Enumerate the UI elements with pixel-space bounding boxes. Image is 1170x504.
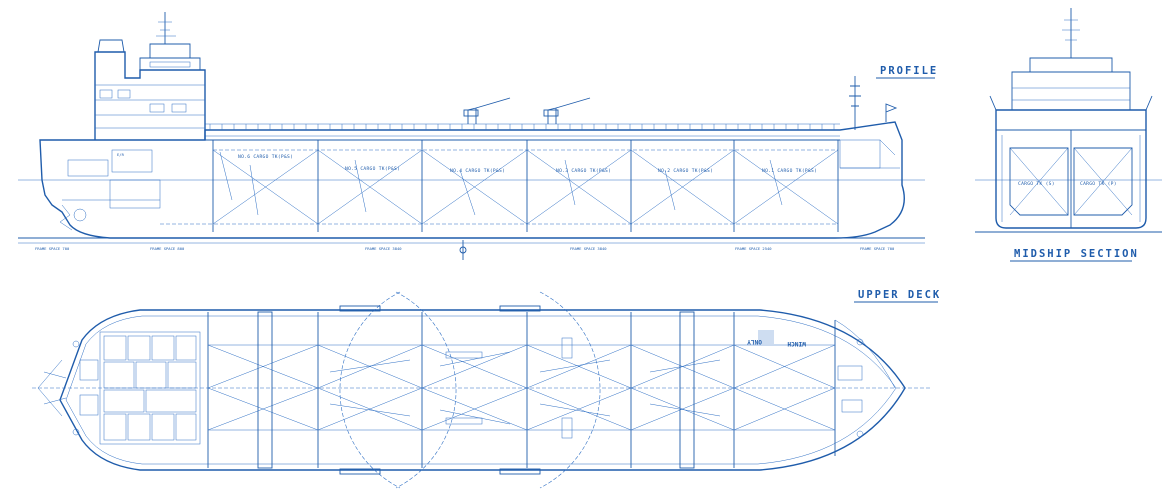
upper-deck-title: UPPER DECK	[858, 289, 941, 301]
mast-yards	[156, 21, 176, 37]
winch-marking: WINCH	[787, 340, 806, 347]
frame-space-label: FRAME SPACE 3840	[365, 246, 402, 251]
stern-mooring	[37, 340, 80, 436]
deck-cranes	[463, 97, 591, 124]
tank-bracing	[212, 149, 839, 225]
frame-space-labels: FRAME SPACE 700 FRAME SPACE 800 FRAME SP…	[35, 246, 895, 251]
midship-tank-s	[1009, 147, 1069, 216]
midship-tank-label-s: CARGO TK (S)	[1018, 181, 1055, 187]
accommodation-block	[94, 51, 206, 140]
tank-label-2: NO.2 CARGO TK(P&S)	[658, 168, 713, 174]
upper-deck-view: UPPER DECK	[32, 289, 941, 489]
bow-markings: WINCH ONLY	[747, 330, 806, 347]
midship-superstructure	[1011, 71, 1131, 110]
frame-space-label: FRAME SPACE 800	[150, 246, 185, 251]
midship-marker	[459, 240, 467, 260]
accommodation-plan	[79, 331, 201, 445]
midship-bridge	[1029, 57, 1113, 72]
midship-tank-p	[1073, 147, 1133, 216]
tank-label-6: NO.6 CARGO TK(P&S)	[238, 154, 293, 160]
cargo-bulkheads	[212, 140, 839, 232]
profile-title: PROFILE	[880, 65, 938, 77]
superstructure-decks	[95, 61, 205, 129]
tank-labels: NO.6 CARGO TK(P&S) NO.5 CARGO TK(P&S) NO…	[117, 152, 817, 174]
frame-space-label: FRAME SPACE 700	[35, 246, 70, 251]
deck-railing	[205, 123, 840, 130]
frame-space-label: FRAME SPACE 2540	[735, 246, 772, 251]
midship-bracing	[1001, 135, 1141, 222]
funnel	[97, 39, 125, 53]
only-marking: ONLY	[747, 338, 762, 345]
deck-pipe-runs	[329, 337, 721, 439]
winch-hatch	[758, 330, 774, 344]
deck-bulkheads	[207, 312, 836, 468]
tank-label-1: NO.1 CARGO TK(P&S)	[762, 168, 817, 174]
midship-title: MIDSHIP SECTION	[1014, 248, 1139, 260]
bridge-wings	[989, 95, 1153, 111]
pipe-runs	[219, 151, 783, 216]
profile-view: NO.6 CARGO TK(P&S) NO.5 CARGO TK(P&S) NO…	[18, 12, 938, 260]
profile-hull	[39, 121, 905, 239]
compass-deck	[149, 43, 191, 58]
forecastle	[834, 319, 896, 438]
tank-label-3: NO.3 CARGO TK(P&S)	[556, 168, 611, 174]
deck-bracing	[207, 344, 836, 431]
crane-swing-arcs	[339, 291, 601, 489]
frame-space-label: FRAME SPACE 3840	[570, 246, 607, 251]
fore-peak	[839, 139, 900, 169]
midship-tank-label-p: CARGO TK (P)	[1080, 181, 1117, 187]
fore-mast	[849, 76, 898, 130]
frame-space-label: FRAME SPACE 700	[860, 246, 895, 251]
tank-label-5: NO.5 CARGO TK(P&S)	[345, 166, 400, 172]
wheelhouse	[139, 57, 201, 70]
midship-section-view: CARGO TK (S) CARGO TK (P) MIDSHIP SECTIO…	[975, 8, 1162, 262]
engine-room-label: E/R	[117, 152, 125, 157]
engine-room	[59, 149, 161, 231]
tank-label-4: NO.4 CARGO TK(P&S)	[450, 168, 505, 174]
midship-hull	[995, 109, 1147, 229]
deck-bulwark	[65, 315, 897, 465]
midship-mast-yards	[1062, 19, 1080, 41]
deck-hatches	[257, 305, 695, 475]
